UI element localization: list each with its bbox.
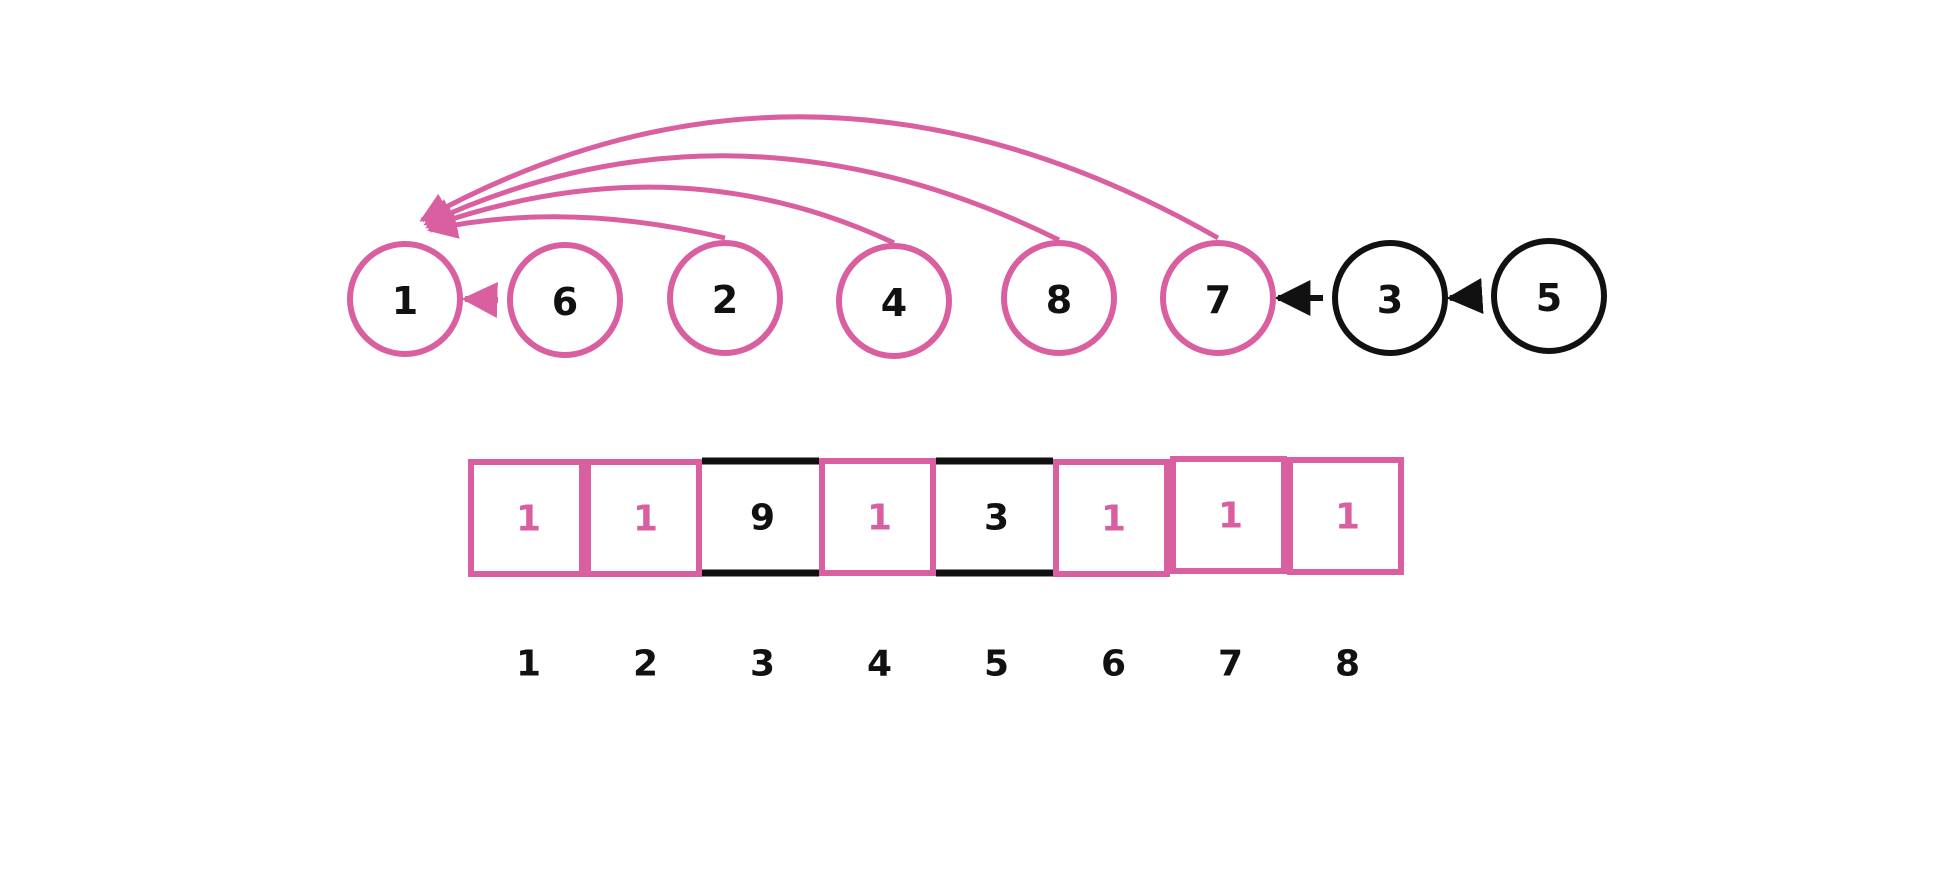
- edge-8-to-1: [423, 153, 1061, 243]
- array-index-label: 4: [867, 644, 892, 685]
- cell-border: [1053, 459, 1170, 577]
- array-cell-7: 1: [1170, 456, 1287, 574]
- tree-node-6: 6: [507, 242, 623, 358]
- cell-value: 9: [750, 498, 775, 539]
- edge-6-to-1: [461, 281, 499, 318]
- tree-node-7: 7: [1160, 240, 1276, 356]
- array-index-label: 8: [1335, 644, 1360, 685]
- parent-array: 9 3 1 1 1 1 1 1: [468, 456, 1404, 577]
- array-cell-4: 1: [819, 458, 936, 576]
- cell-border: [819, 458, 936, 576]
- node-circle: [667, 240, 783, 356]
- tree-node-1: 1: [347, 241, 463, 357]
- node-label: 2: [712, 278, 738, 322]
- array-index-label: 5: [984, 644, 1009, 685]
- edge-5-to-3: [1446, 278, 1484, 314]
- node-circle: [1332, 240, 1448, 356]
- node-circle: [1160, 240, 1276, 356]
- array-index-label: 7: [1218, 644, 1243, 685]
- array-cell-2: 1: [585, 459, 702, 577]
- array-index-label: 3: [750, 644, 775, 685]
- array-index-label: 6: [1101, 644, 1126, 685]
- node-label: 4: [881, 281, 907, 325]
- node-circle: [1001, 240, 1117, 356]
- edge-2-to-1: [427, 209, 726, 241]
- cell-value: 1: [633, 499, 658, 540]
- array-cell-5: 3: [936, 457, 1053, 577]
- node-label: 6: [552, 280, 578, 324]
- node-circle: [1491, 238, 1607, 354]
- cell-value: 1: [867, 498, 892, 539]
- cell-value: 1: [1218, 496, 1243, 537]
- array-index-label: 2: [633, 644, 658, 685]
- node-label: 3: [1377, 278, 1403, 322]
- node-label: 5: [1536, 276, 1562, 320]
- nodes-layer: 1 6 2 4 8 7 3 5: [347, 238, 1607, 359]
- edge-7-to-1: [419, 114, 1220, 241]
- cell-value: 1: [516, 499, 541, 540]
- node-circle: [347, 241, 463, 357]
- array-index-label: 1: [516, 644, 541, 685]
- tree-node-8: 8: [1001, 240, 1117, 356]
- node-label: 1: [392, 279, 418, 323]
- cell-border: [468, 459, 585, 577]
- cell-value: 1: [1101, 499, 1126, 540]
- tree-node-2: 2: [667, 240, 783, 356]
- tree-node-4: 4: [836, 243, 952, 359]
- node-circle: [507, 242, 623, 358]
- cell-border: [1287, 457, 1404, 575]
- cell-border: [585, 459, 702, 577]
- node-circle: [836, 243, 952, 359]
- cell-value: 1: [1335, 497, 1360, 538]
- array-cell-1: 1: [468, 459, 585, 577]
- edge-4-to-1: [425, 184, 896, 246]
- cell-value: 3: [984, 498, 1009, 539]
- cell-border: [1170, 456, 1287, 574]
- node-label: 7: [1205, 278, 1231, 322]
- array-cell-3: 9: [702, 457, 819, 577]
- array-cell-8: 1: [1287, 457, 1404, 575]
- tree-node-5: 5: [1491, 238, 1607, 354]
- array-cell-6: 1: [1053, 459, 1170, 577]
- tree-node-3: 3: [1332, 240, 1448, 356]
- node-label: 8: [1046, 278, 1072, 322]
- array-indices: 1 2 3 4 5 6 7 8: [516, 644, 1360, 685]
- edges-layer: [419, 114, 1484, 318]
